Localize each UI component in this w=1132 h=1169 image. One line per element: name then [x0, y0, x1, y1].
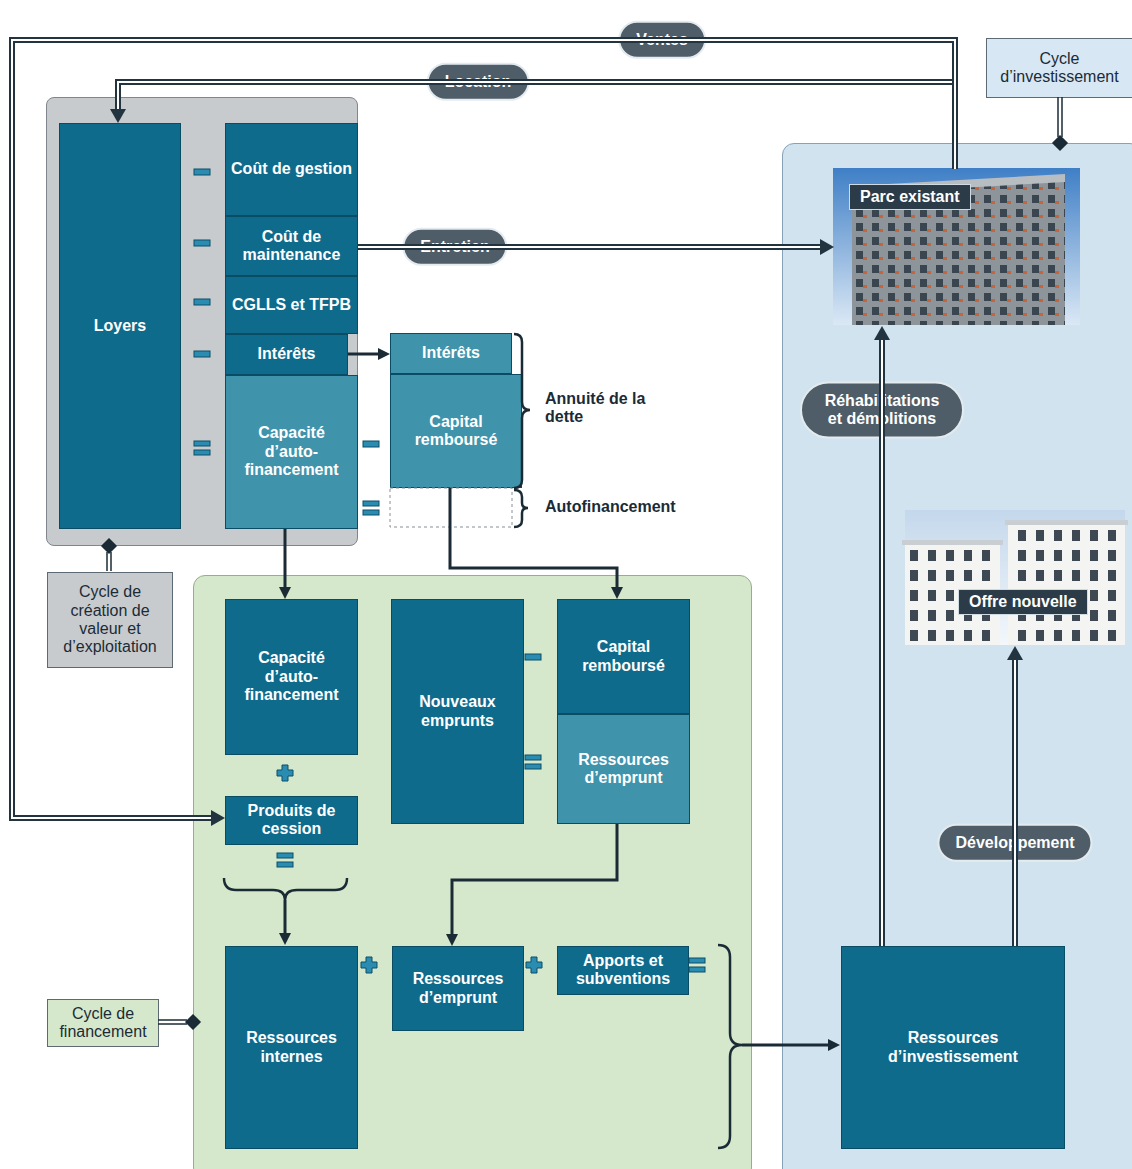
- cycle-tag-link: [158, 1023, 187, 1025]
- photo-new-housing: [902, 540, 1003, 545]
- box-label: Coût de gestion: [227, 160, 356, 178]
- finance-box: Coût de gestion: [225, 123, 358, 216]
- cycle-tag-link: [1057, 97, 1059, 137]
- box-label: Ressources d’emprunt: [558, 751, 689, 788]
- cycle-tag-link: [110, 552, 112, 571]
- equals-sign: [277, 862, 293, 867]
- photo-new-housing: [1008, 525, 1125, 645]
- finance-box: Ressources internes: [225, 946, 358, 1149]
- connector-line: [1012, 660, 1018, 946]
- cycle-tag-link: [1061, 97, 1063, 137]
- finance-box: Capital remboursé: [390, 374, 522, 488]
- finance-box: Loyers: [59, 123, 181, 529]
- finance-box: Apports et subventions: [557, 946, 689, 995]
- box-label: Capacité d’auto-financement: [226, 424, 357, 479]
- cycle-heading-text: Cycle d’investissement: [991, 50, 1128, 87]
- minus-sign: [194, 351, 210, 357]
- photo-new-housing: [905, 510, 1125, 645]
- double-flow-arrow: [358, 247, 820, 248]
- brace: [514, 490, 528, 527]
- minus-sign: [194, 169, 210, 175]
- cycle-heading-text: Cycle de financement: [52, 1005, 154, 1042]
- connector-line: [348, 353, 378, 356]
- cycle-tag-link: [106, 552, 108, 571]
- box-label: Ressources internes: [226, 1029, 357, 1066]
- photo-existing-housing: [833, 168, 1080, 325]
- box-label: Nouveaux emprunts: [392, 693, 523, 730]
- box-label: Intérêts: [418, 344, 484, 362]
- connector-line: [358, 244, 820, 250]
- annotation-holder: Annuité de la dette: [545, 390, 655, 427]
- connector-inner-line: [1014, 660, 1016, 946]
- minus-sign: [194, 240, 210, 246]
- finance-box: Intérêts: [390, 333, 512, 374]
- box-label: Intérêts: [254, 345, 320, 363]
- box-label: Ressources d’investissement: [842, 1029, 1064, 1066]
- box-label: Capital remboursé: [391, 413, 521, 450]
- photo-caption-box: Parc existant: [849, 184, 971, 210]
- box-label: Coût de maintenance: [226, 228, 357, 265]
- equals-sign: [525, 764, 541, 769]
- connector-line: [879, 340, 885, 946]
- cycle-tag-link: [158, 1019, 187, 1021]
- connector-inner-line: [881, 340, 883, 946]
- annotation: Annuité de la dette: [545, 390, 655, 427]
- connector-inner-line: [358, 246, 820, 248]
- cycle-heading-box: Cycle de création de valeur et d’exploit…: [47, 572, 173, 668]
- minus-sign: [363, 441, 379, 447]
- finance-box: Intérêts: [225, 334, 348, 375]
- photo-existing-housing: [833, 168, 1080, 325]
- double-flow-arrow: [882, 340, 883, 946]
- finance-box: Ressources d’investissement: [841, 946, 1065, 1149]
- flow-arrow: [285, 529, 286, 587]
- photo-caption: Offre nouvelle: [958, 589, 1088, 615]
- annotation: Autofinancement: [545, 498, 715, 516]
- finance-box: Produits de cession: [225, 796, 358, 845]
- equals-sign: [689, 958, 705, 963]
- finance-box: Capacité d’auto-financement: [225, 375, 358, 529]
- finance-box: Ressources d’emprunt: [557, 714, 690, 824]
- sum-arrow: [742, 1044, 828, 1047]
- box-label: Capital remboursé: [558, 638, 689, 675]
- cycle-heading-box: Cycle de financement: [47, 999, 159, 1047]
- equals-sign: [689, 967, 705, 972]
- box-label: Capacité d’auto-financement: [226, 649, 357, 704]
- finance-box: Capital remboursé: [557, 599, 690, 714]
- finance-box: Ressources d’emprunt: [392, 946, 524, 1031]
- finance-box: CGLLS et TFPB: [225, 276, 358, 334]
- finance-box: Coût de maintenance: [225, 216, 358, 276]
- annotation-holder: Autofinancement: [545, 498, 715, 516]
- photo-new-housing: [1005, 520, 1128, 525]
- double-flow-arrow: [1015, 660, 1016, 946]
- box-label: Ressources d’emprunt: [393, 970, 523, 1007]
- cycle-heading-box: Cycle d’investissement: [986, 38, 1132, 98]
- equals-sign: [194, 450, 210, 455]
- finance-box: Capacité d’auto-financement: [225, 599, 358, 755]
- flow-arrow: [348, 354, 378, 355]
- photo-caption-box: Offre nouvelle: [958, 589, 1088, 615]
- box-label: Produits de cession: [226, 802, 357, 839]
- equals-sign: [363, 501, 379, 506]
- finance-box: Nouveaux emprunts: [391, 599, 524, 824]
- equals-sign: [525, 755, 541, 760]
- box-label: CGLLS et TFPB: [228, 296, 355, 314]
- equals-sign: [194, 441, 210, 446]
- box-label: Loyers: [90, 317, 150, 335]
- connector-line: [284, 529, 287, 587]
- minus-sign: [194, 299, 210, 305]
- photo-caption: Parc existant: [849, 184, 971, 210]
- cycle-panel: Cycle de financementCapacité d’auto-fina…: [193, 575, 752, 1169]
- cycle-panel: Cycle de création de valeur et d’exploit…: [46, 97, 358, 546]
- photo-new-housing: [902, 510, 1128, 645]
- equals-sign: [277, 853, 293, 858]
- equals-sign: [363, 510, 379, 515]
- minus-sign: [525, 654, 541, 660]
- cycle-heading-text: Cycle de création de valeur et d’exploit…: [52, 583, 168, 657]
- sum-arrow: [284, 900, 287, 933]
- box-label: Apports et subventions: [558, 952, 688, 989]
